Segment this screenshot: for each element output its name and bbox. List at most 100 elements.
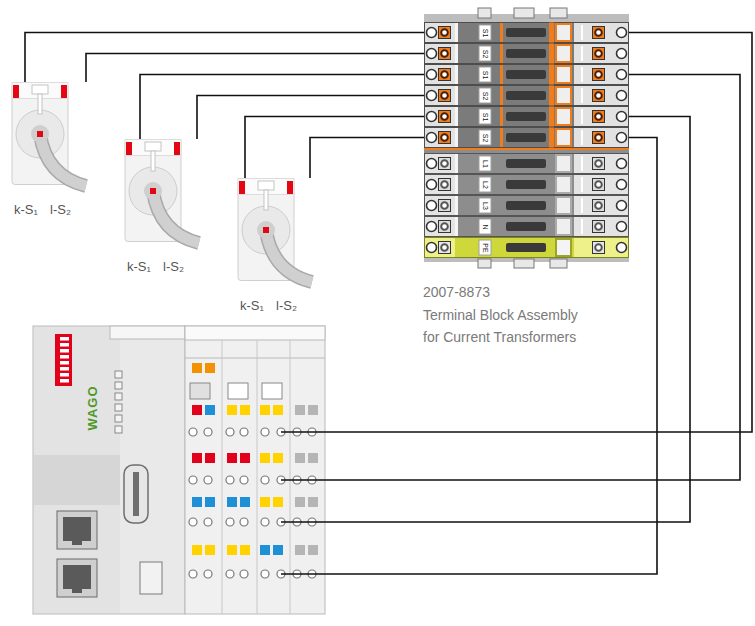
controller-figure — [273, 453, 283, 463]
wire-stub — [281, 573, 326, 575]
wire-stub — [281, 431, 326, 433]
controller-figure — [115, 415, 122, 422]
wire-stub — [281, 432, 326, 574]
controller-figure — [240, 497, 250, 507]
text-holder: L2 — [481, 181, 489, 189]
controller-figure — [273, 545, 283, 555]
controller-figure — [185, 358, 325, 359]
terminal-block-figure — [424, 8, 629, 268]
controller-figure — [227, 405, 237, 415]
controller-figure — [261, 570, 269, 578]
controller-figure — [192, 453, 202, 463]
text-holder: WAGO — [86, 385, 100, 430]
terminal-block-figure — [425, 128, 629, 148]
terminal-marking: S2 — [481, 91, 489, 100]
terminal-block-figure — [550, 8, 567, 18]
controller-figure — [57, 559, 97, 597]
wire — [245, 117, 424, 179]
terminal-block-assembly: 2007-8873Terminal Block Assembly for Cur… — [423, 6, 629, 350]
controller-figure — [240, 453, 250, 463]
terminal: S2 — [424, 43, 629, 64]
controller-figure — [262, 383, 282, 399]
controller-figure — [273, 497, 283, 507]
text-holder: k-S₁ — [127, 259, 151, 275]
terminal-marking: S1 — [481, 28, 489, 37]
controller-figure — [295, 497, 305, 507]
terminal-block-figure — [478, 8, 491, 18]
terminal: S1 — [424, 106, 629, 127]
text-holder: L1 — [481, 160, 489, 168]
controller-figure — [189, 428, 197, 436]
controller-figure — [205, 363, 215, 373]
terminal: N — [424, 216, 629, 237]
plc-controller: WAGO — [32, 322, 326, 616]
controller-figure — [240, 476, 248, 484]
controller-figure — [63, 565, 91, 589]
controller-figure — [110, 326, 185, 339]
terminal-label: l-S₂ — [163, 259, 184, 275]
terminal-block-figure — [425, 107, 629, 127]
terminal-block-figure — [425, 175, 629, 195]
terminal: S1 — [424, 64, 629, 85]
controller-figure — [226, 518, 234, 526]
terminal: L2 — [424, 174, 629, 195]
terminal-block-figure — [550, 259, 567, 268]
controller-figure — [240, 518, 248, 526]
terminal-block-figure — [425, 217, 629, 237]
current-transformer: k-S₁l-S₂ — [10, 82, 90, 222]
wire — [310, 138, 424, 179]
controller-figure — [55, 334, 72, 386]
terminal-label: k-S₁ — [14, 202, 38, 218]
controller-figure — [192, 405, 202, 415]
controller-figure — [189, 428, 316, 578]
controller-figure — [240, 405, 250, 415]
terminal-block-figure — [514, 259, 534, 268]
controller-figure — [226, 428, 234, 436]
controller-figure — [115, 382, 122, 389]
wire — [86, 54, 424, 83]
terminal-label: k-S₁ — [240, 298, 264, 314]
wire-group — [25, 33, 752, 575]
controller-figure — [185, 326, 325, 340]
controller-figure — [273, 405, 283, 415]
controller-figure — [124, 465, 148, 523]
terminal: PE — [424, 237, 629, 258]
text-holder: L3 — [481, 202, 489, 210]
controller-figure — [204, 570, 212, 578]
current-transformer-figure — [238, 179, 312, 283]
controller-figure — [133, 472, 139, 516]
terminal-block-figure — [425, 65, 629, 85]
controller-figure — [228, 383, 248, 399]
controller-figure — [34, 455, 120, 505]
controller-figure — [190, 383, 210, 399]
controller-figure — [261, 476, 269, 484]
controller-figure — [205, 405, 215, 415]
controller-figure — [260, 453, 270, 463]
controller-figure — [261, 518, 269, 526]
terminal: S2 — [424, 127, 629, 148]
controller-figure — [34, 327, 120, 613]
controller-figure — [60, 379, 69, 383]
terminal-marking: S2 — [481, 49, 489, 58]
controller-figure — [240, 428, 248, 436]
current-transformer-figure — [12, 83, 86, 187]
terminal-block-figure — [425, 154, 629, 174]
text-holder: l-S₂ — [163, 259, 184, 275]
controller-figure — [185, 326, 325, 614]
controller-figure — [192, 545, 202, 555]
controller-figure — [226, 476, 234, 484]
terminal-block-figure — [425, 23, 629, 43]
terminal-marking: L1 — [481, 160, 489, 168]
controller-figure — [227, 453, 237, 463]
controller-figure — [205, 453, 215, 463]
controller-figure — [240, 570, 248, 578]
brand-logo: WAGO — [86, 385, 100, 430]
controller-figure — [60, 373, 69, 377]
text-holder: l-S₂ — [276, 298, 297, 314]
controller-figure — [189, 570, 197, 578]
wire — [140, 75, 424, 140]
controller-figure — [72, 589, 82, 593]
terminal-marking: PE — [481, 243, 489, 252]
terminal-block-figure — [425, 86, 629, 106]
controller-figure — [295, 545, 305, 555]
